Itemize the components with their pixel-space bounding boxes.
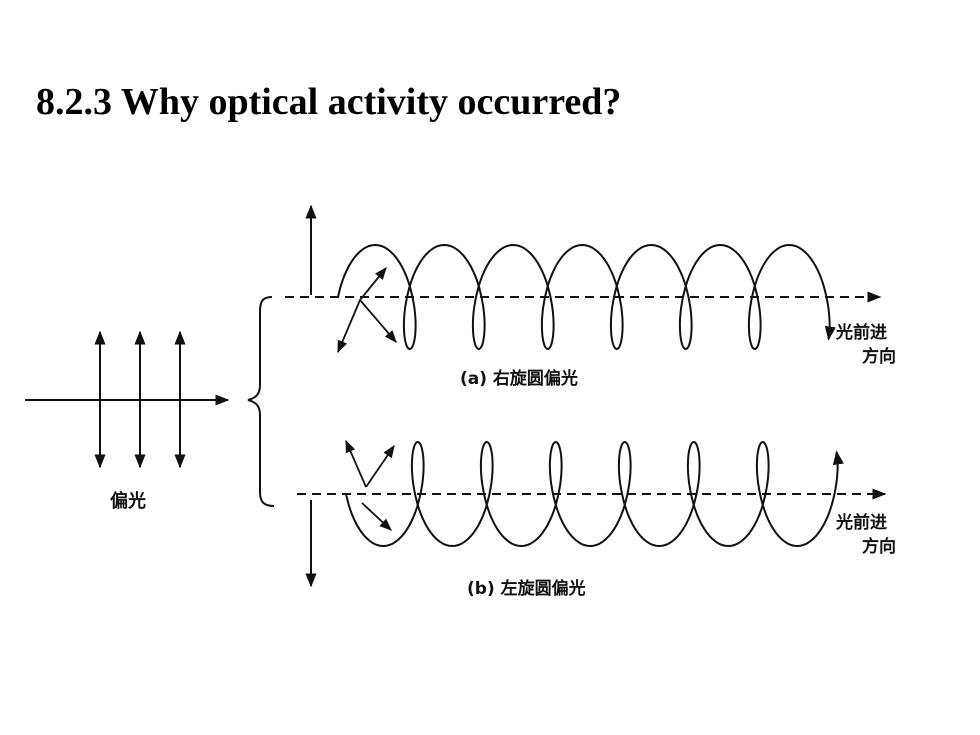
right-helix <box>337 243 836 351</box>
right-circular-group <box>285 204 882 354</box>
polarized-light-label: 偏光 <box>110 490 146 512</box>
split-brace <box>247 296 275 507</box>
slide-title: 8.2.3 Why optical activity occurred? <box>36 81 622 123</box>
top-direction-label-line2: 方向 <box>862 346 896 367</box>
bottom-caption: (b) 左旋圆偏光 <box>467 578 586 599</box>
linear-polarized-light <box>25 330 230 469</box>
top-field-vectors <box>337 267 397 354</box>
left-circular-group <box>297 439 887 588</box>
bottom-direction-label-line1: 光前进 <box>835 512 887 533</box>
bottom-direction-label-line2: 方向 <box>862 536 896 557</box>
left-helix <box>345 440 844 548</box>
bottom-field-vectors <box>345 439 395 531</box>
top-direction-label-line1: 光前进 <box>835 322 887 343</box>
top-caption: (a) 右旋圆偏光 <box>460 368 578 389</box>
